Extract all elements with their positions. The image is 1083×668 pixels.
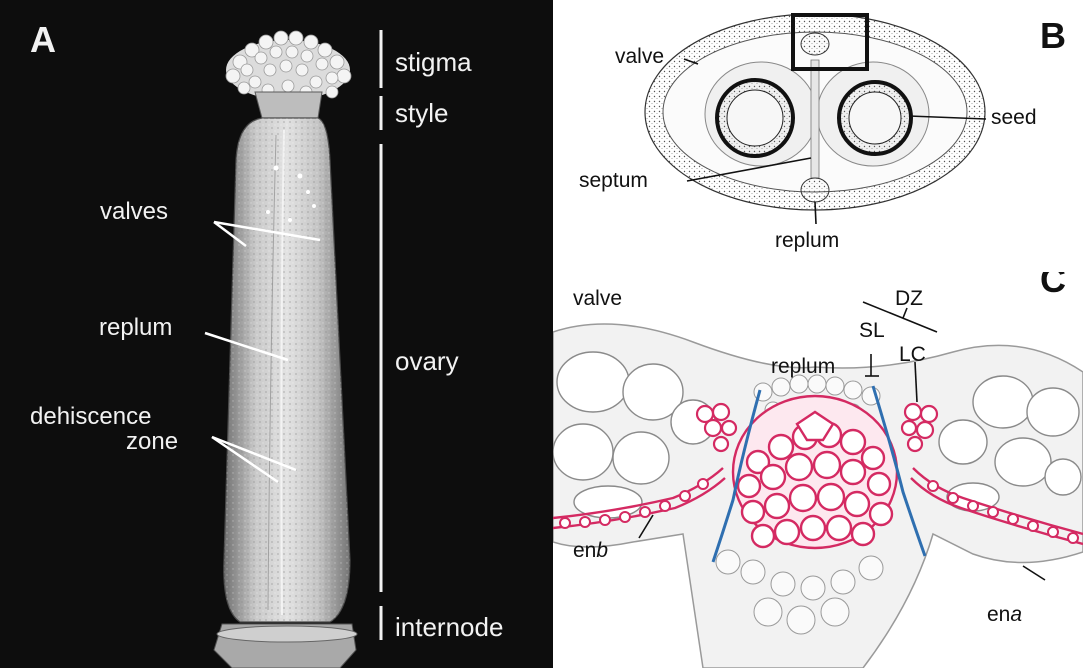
valve-label-c: valve bbox=[573, 288, 622, 309]
stigma-label: stigma bbox=[395, 49, 472, 75]
septum bbox=[811, 60, 819, 178]
panel-a-sem-gynoecium: A valves replum dehiscence zone stigma s… bbox=[0, 0, 553, 668]
seed-label: seed bbox=[991, 107, 1037, 128]
replum-label: replum bbox=[99, 316, 172, 340]
seed-right bbox=[839, 82, 911, 154]
panel-b-letter: B bbox=[1040, 18, 1066, 54]
lc-label: LC bbox=[899, 344, 926, 365]
panel-b-cross-section: B valve seed septum replum bbox=[553, 0, 1083, 272]
panel-c-letter: C bbox=[1040, 272, 1066, 298]
style-neck bbox=[255, 92, 322, 118]
ena-label: ena bbox=[987, 604, 1022, 625]
replum-bottom bbox=[801, 178, 829, 202]
seed-left bbox=[717, 80, 793, 156]
ovary-label: ovary bbox=[395, 348, 459, 374]
valves-label: valves bbox=[100, 200, 168, 224]
internode-label: internode bbox=[395, 614, 503, 640]
style-label: style bbox=[395, 100, 448, 126]
stigma-papillae bbox=[226, 31, 351, 100]
septum-label: septum bbox=[579, 170, 648, 191]
dz-label: DZ bbox=[895, 288, 923, 309]
dehiscence-label: dehiscence bbox=[30, 405, 151, 429]
gynoecium-illustration bbox=[0, 0, 553, 668]
enb-label: enb bbox=[573, 540, 608, 561]
panel-c-replum-histology: C valve DZ SL LC replum enb ena bbox=[553, 272, 1083, 668]
replum-label-c: replum bbox=[771, 356, 835, 377]
sl-label: SL bbox=[859, 320, 885, 341]
lignified-replum-core bbox=[733, 396, 897, 548]
zone-label: zone bbox=[126, 430, 178, 454]
replum-label-b: replum bbox=[775, 230, 839, 251]
valve-label-b: valve bbox=[615, 46, 664, 67]
panel-a-letter: A bbox=[30, 22, 56, 58]
